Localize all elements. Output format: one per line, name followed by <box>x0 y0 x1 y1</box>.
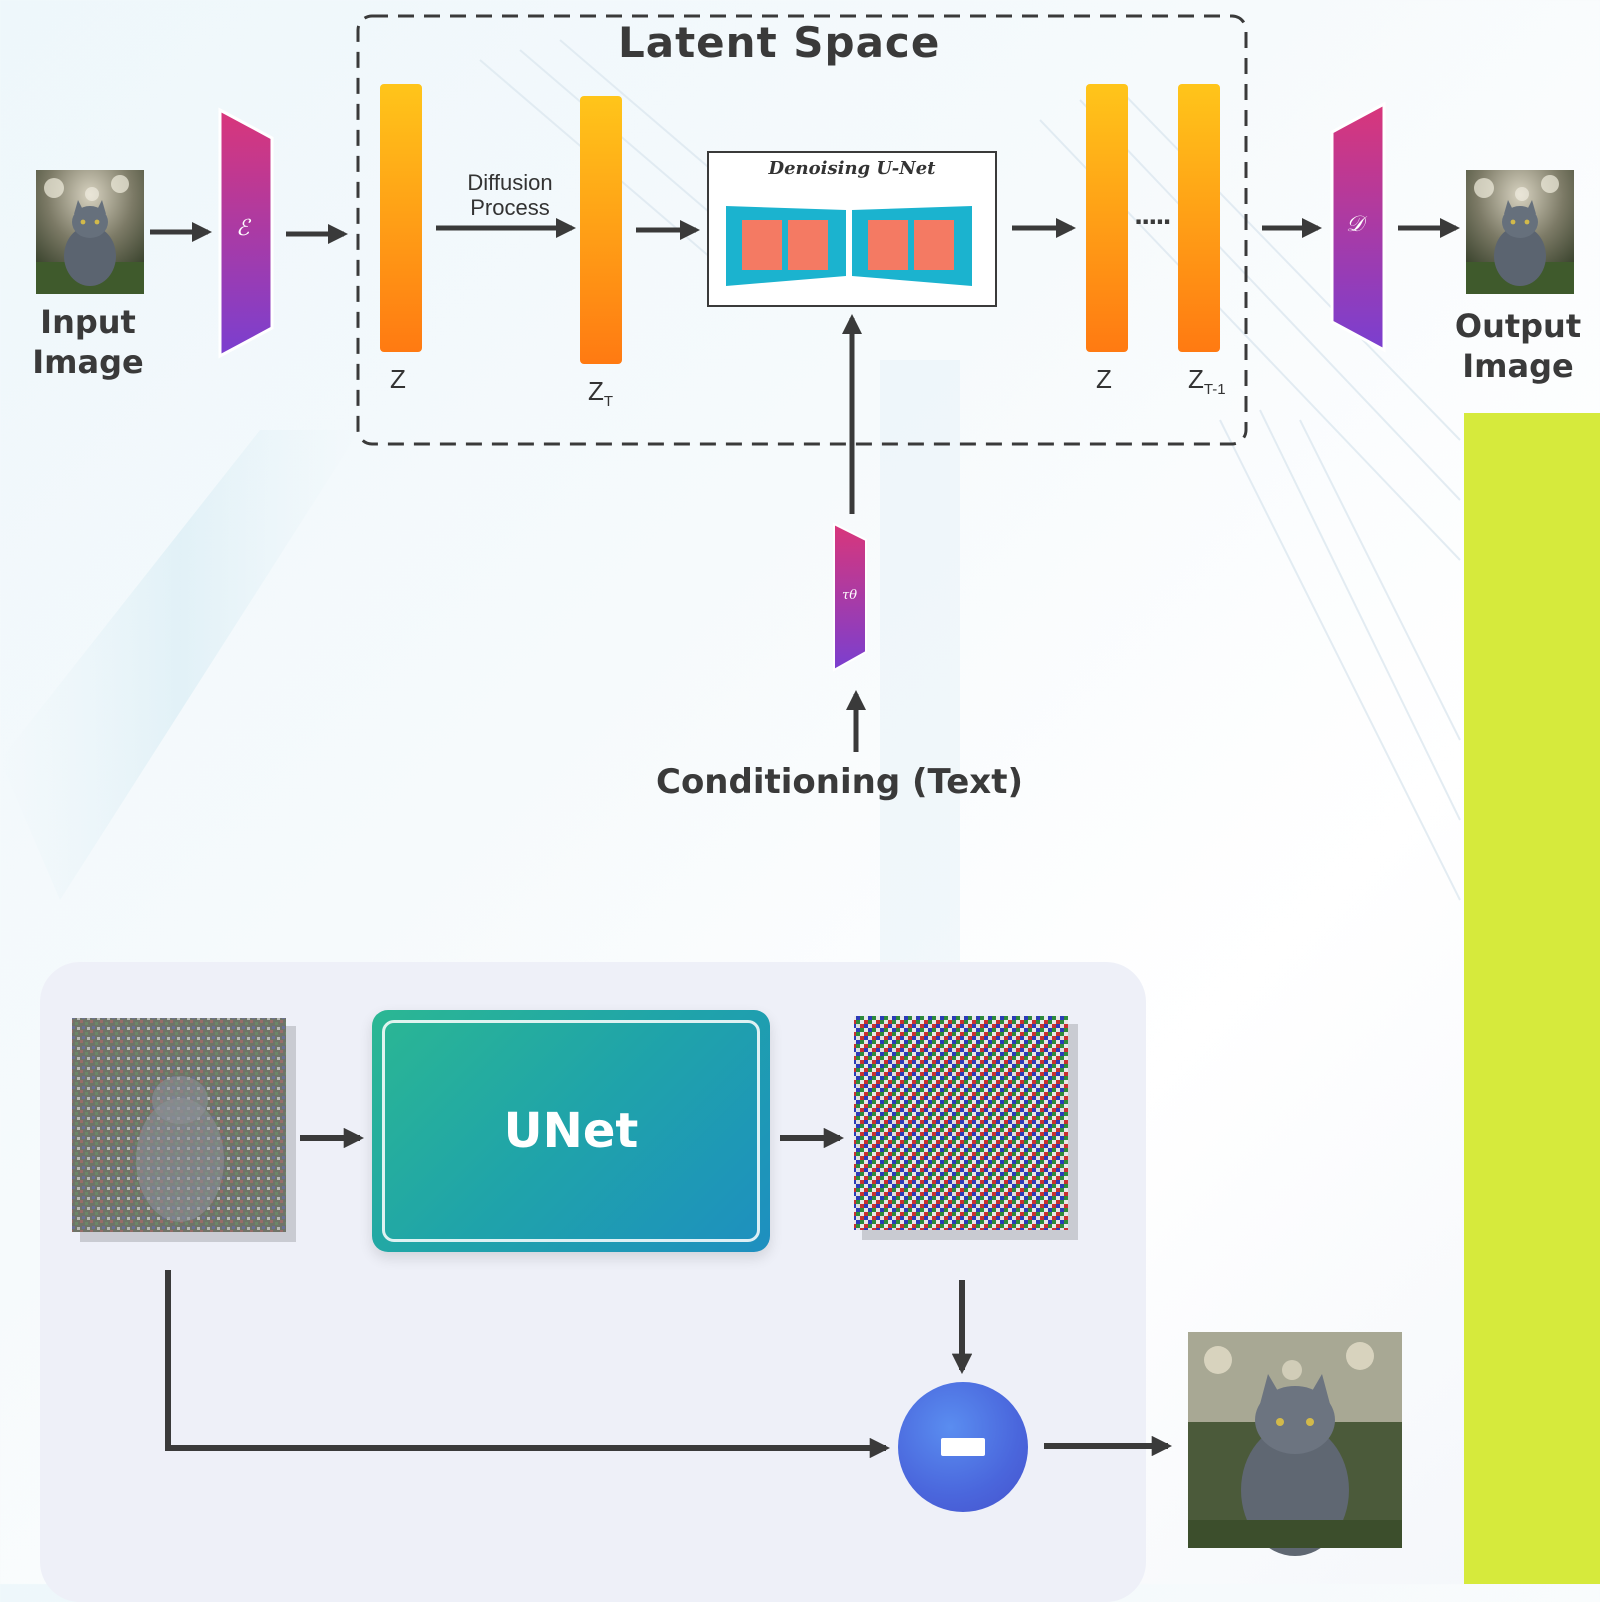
text-encoder-block <box>833 522 867 672</box>
input-label-line2: Image <box>32 343 144 381</box>
output-label-line2: Image <box>1462 347 1574 385</box>
output-label-line1: Output <box>1454 307 1582 345</box>
input-image-label: Input Image <box>0 302 178 382</box>
input-cat-photo <box>36 170 144 294</box>
denoising-unet-title: Denoising U-Net <box>768 158 936 179</box>
output-image <box>1466 170 1574 294</box>
subtract-operator <box>898 1382 1028 1512</box>
minus-icon <box>941 1438 985 1456</box>
label-zt-sub: T <box>603 393 614 411</box>
label-zt-main: Z <box>588 376 604 406</box>
input-label-line1: Input <box>40 303 136 341</box>
label-zt-1-main: Z <box>1188 364 1204 394</box>
label-zt: ZT <box>588 376 613 410</box>
latent-bar-z <box>380 84 422 352</box>
label-z: Z <box>390 364 406 394</box>
label-zt-1: ZT-1 <box>1188 364 1226 398</box>
latent-bar-zt <box>580 96 622 364</box>
latent-bar-zt-1 <box>1178 84 1220 352</box>
label-zt-1-sub: T-1 <box>1203 381 1226 399</box>
unet-model-block: UNet <box>372 1010 770 1252</box>
decoder-symbol: 𝒟 <box>1346 212 1364 237</box>
diffusion-process-label: Diffusion Process <box>450 170 570 220</box>
label-z-out: Z <box>1096 364 1112 394</box>
input-image <box>36 170 144 294</box>
output-image-label: Output Image <box>1428 306 1600 386</box>
arrow-input-to-minus <box>165 1270 891 1459</box>
unet-block-4 <box>914 220 954 270</box>
unet-inner-frame: UNet <box>382 1020 760 1242</box>
unet-block-2 <box>788 220 828 270</box>
diffusion-label-line1: Diffusion <box>467 170 553 195</box>
unet-flow-diagram <box>72 1016 1402 1556</box>
diffusion-label-line2: Process <box>470 195 550 220</box>
decoder-block <box>1330 101 1386 353</box>
unet-block-1 <box>742 220 782 270</box>
latent-diagram <box>150 14 1460 752</box>
latent-bar-z-out <box>1086 84 1128 352</box>
output-cat-photo <box>1466 170 1574 294</box>
predicted-noise-image <box>854 1016 1068 1230</box>
latent-space-boundary <box>356 14 1248 446</box>
side-accent-panel <box>1464 413 1600 1584</box>
tau-symbol: τθ <box>842 588 858 603</box>
encoder-block <box>218 107 274 359</box>
encoder-symbol: ℰ <box>236 216 250 241</box>
conditioning-label: Conditioning (Text) <box>656 762 1024 802</box>
latent-space-title: Latent Space <box>618 18 941 67</box>
unet-label: UNet <box>503 1103 639 1159</box>
ellipsis-dots: ····· <box>1134 208 1172 236</box>
unet-block-3 <box>868 220 908 270</box>
